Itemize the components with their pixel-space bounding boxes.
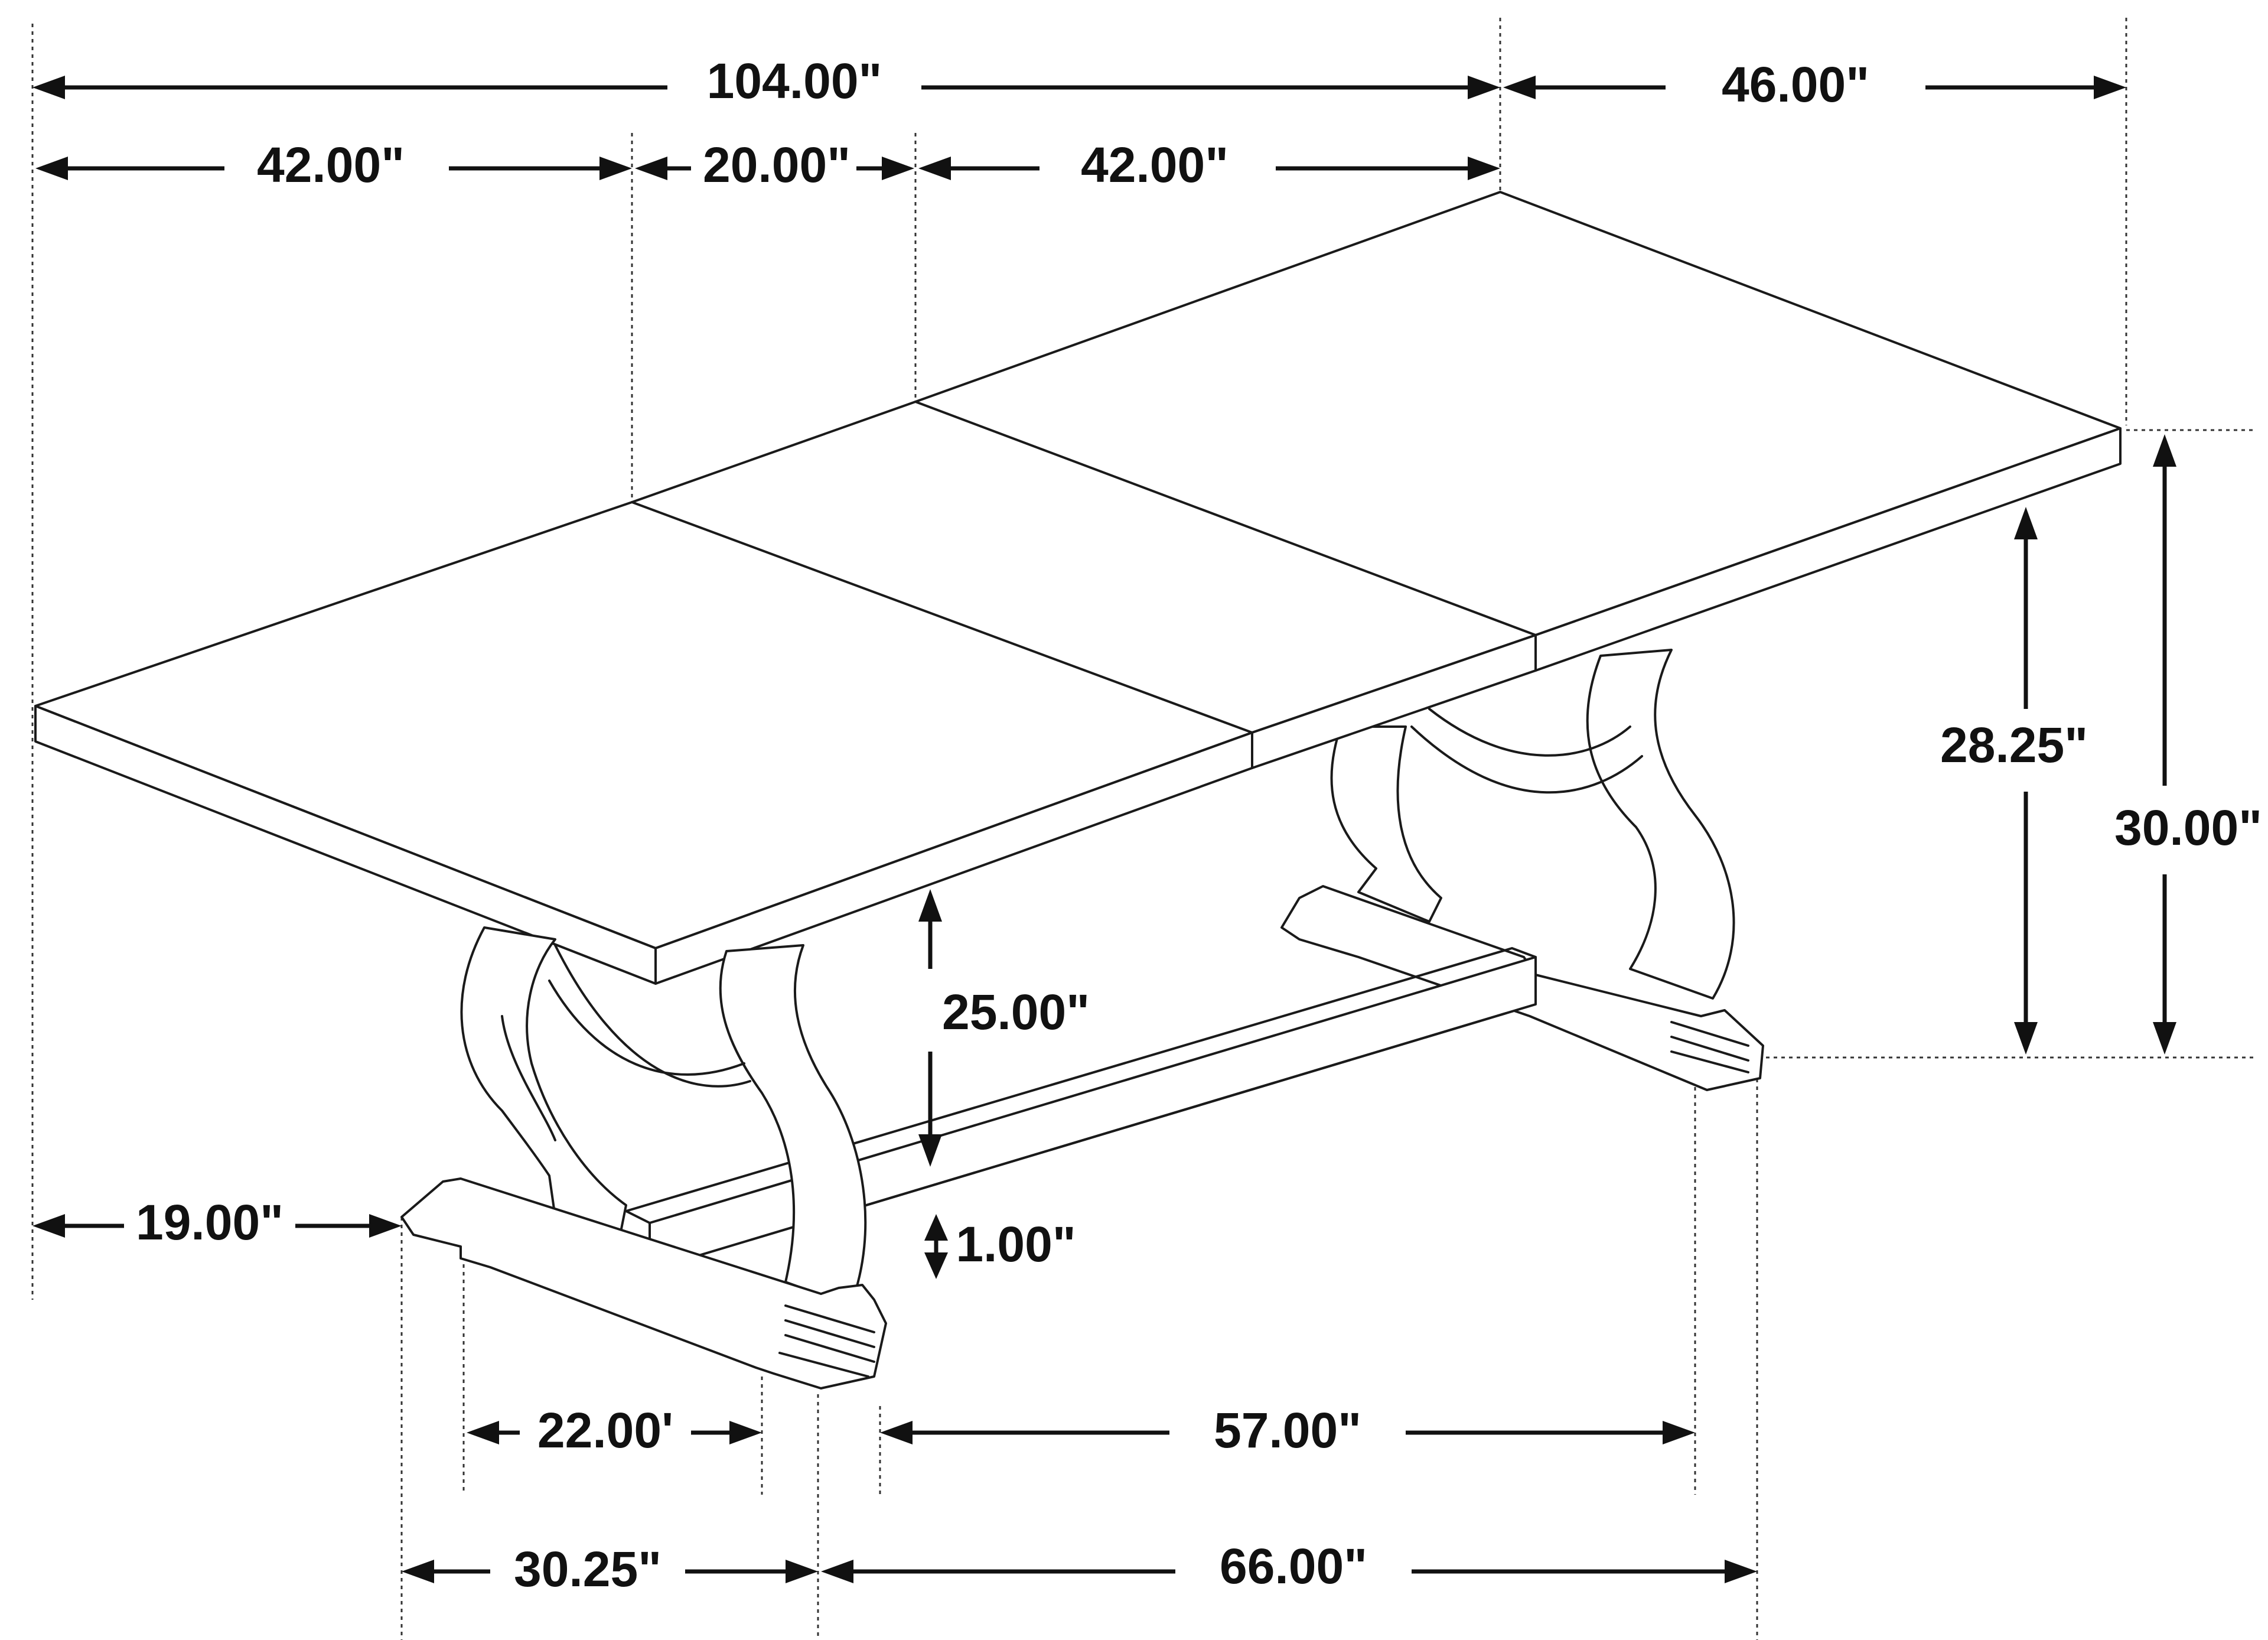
front-trestle-base — [400, 926, 887, 1390]
label-left-leaf: 42.00" — [257, 137, 405, 193]
table-top — [34, 191, 2122, 985]
dimension-labels: 104.00" 46.00" 42.00" 20.00" 42.00" 28.2… — [136, 53, 2262, 1597]
label-overall-height: 30.00" — [2114, 800, 2262, 855]
dimension-arrows — [32, 76, 2176, 1583]
label-clearance-height: 25.00" — [942, 984, 1090, 1040]
label-apron-height: 28.25" — [1940, 717, 2088, 773]
label-foot-inner: 22.00' — [537, 1403, 673, 1458]
label-center-leaf: 20.00" — [703, 137, 850, 193]
label-stretcher-height: 1.00" — [956, 1216, 1076, 1272]
label-overall-length: 104.00" — [707, 53, 882, 109]
label-base-length: 66.00" — [1220, 1538, 1367, 1594]
label-overhang: 19.00" — [136, 1195, 284, 1250]
stretcher — [625, 947, 1537, 1271]
label-right-leaf: 42.00" — [1081, 137, 1228, 193]
label-depth: 46.00" — [1722, 57, 1869, 112]
label-foot-width: 30.25" — [514, 1541, 662, 1597]
label-between-feet: 57.00" — [1214, 1403, 1361, 1458]
